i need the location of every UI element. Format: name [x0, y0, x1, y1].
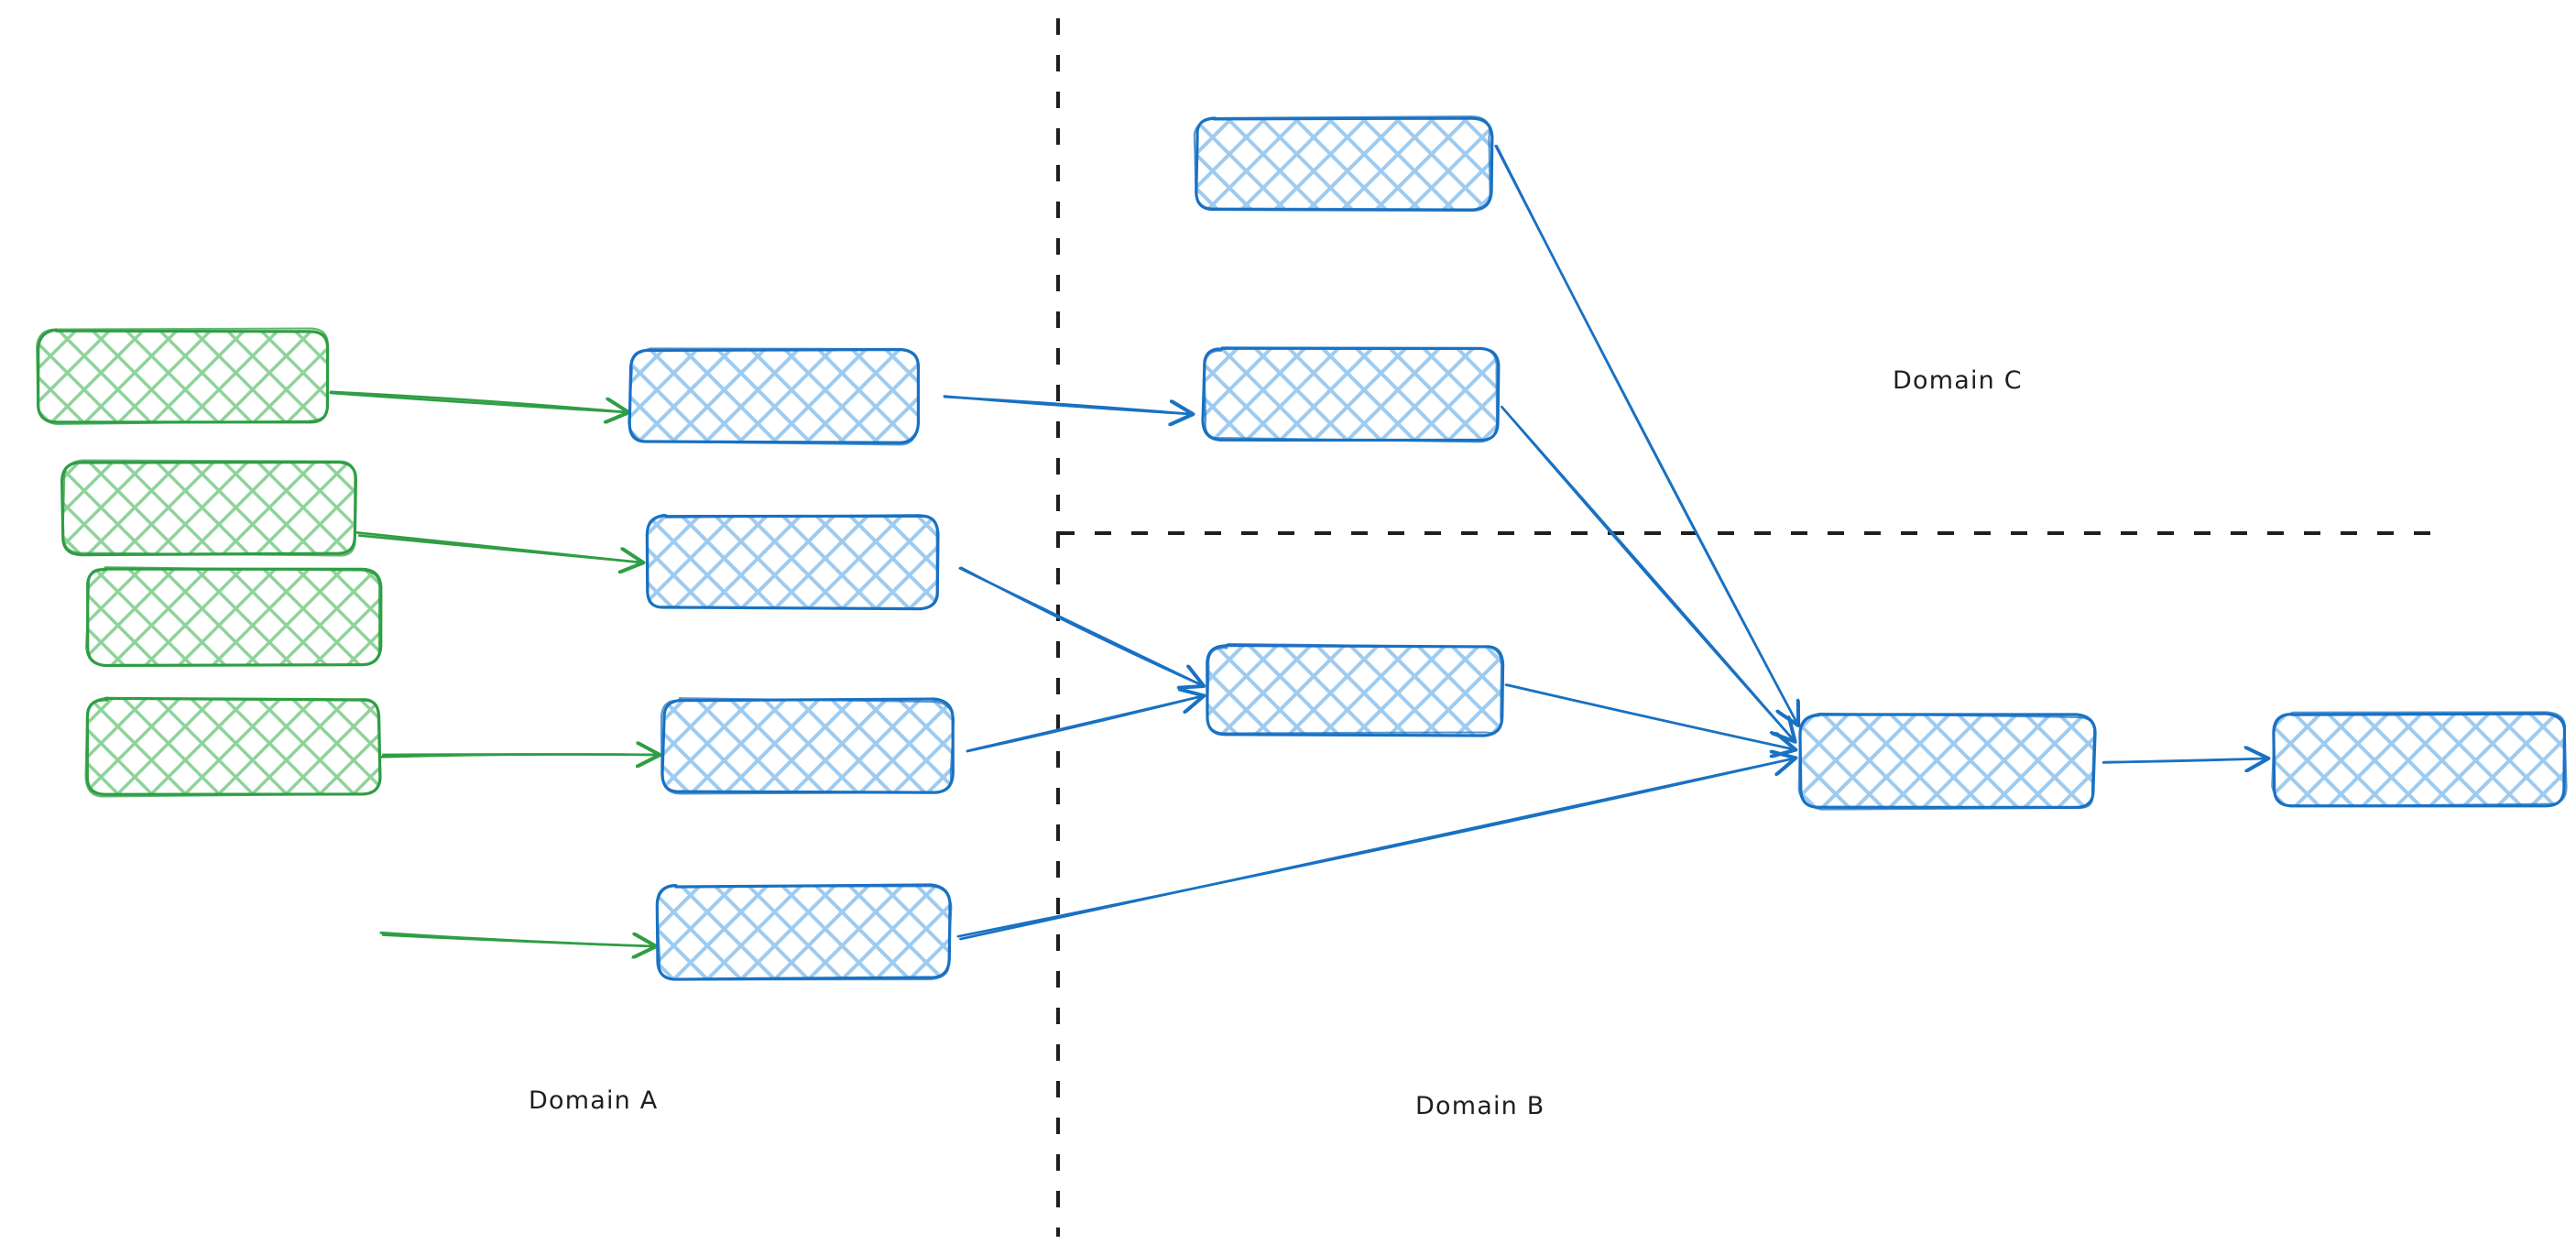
node-a2[interactable] — [60, 459, 357, 557]
node-outline — [646, 513, 938, 610]
domain-c-label: Domain C — [1893, 366, 2023, 395]
node-fill — [657, 885, 950, 978]
node-outline — [660, 697, 955, 795]
node-outline — [1193, 115, 1491, 211]
node-fill — [1203, 348, 1499, 441]
node-fill — [662, 700, 954, 792]
node-a3[interactable] — [85, 566, 383, 668]
edge-c3-to-d1 — [1504, 683, 1794, 749]
node-outline — [2271, 711, 2568, 808]
edge-b2-to-c3 — [958, 566, 1202, 685]
node-outline — [1206, 642, 1502, 735]
node-c1[interactable] — [1193, 115, 1494, 213]
node-a4[interactable] — [84, 696, 382, 798]
node-layer — [36, 115, 2568, 981]
edge-a2-to-b2 — [355, 531, 641, 562]
edge-b1-to-c2 — [943, 395, 1191, 414]
node-fill — [646, 515, 939, 609]
edge-d1-to-d2 — [2101, 758, 2266, 762]
edge-a4-to-b4 — [379, 931, 654, 946]
node-c2[interactable] — [1201, 346, 1501, 443]
node-fill — [86, 568, 380, 666]
node-fill — [61, 462, 356, 555]
node-outline — [1206, 643, 1505, 737]
edge-b4-to-d1 — [956, 758, 1794, 941]
node-outline — [1797, 712, 2096, 811]
edge-c1-to-d1 — [1494, 144, 1797, 724]
node-b3[interactable] — [660, 697, 955, 795]
node-outline — [1203, 346, 1498, 443]
node-b1[interactable] — [628, 347, 921, 446]
edge-c2-to-d1 — [1500, 405, 1794, 740]
node-outline — [84, 696, 382, 798]
edge-layer — [329, 144, 2266, 946]
node-fill — [88, 698, 380, 796]
edge-a1-to-b1 — [329, 390, 627, 412]
node-c3[interactable] — [1206, 642, 1505, 737]
node-fill — [1195, 117, 1491, 211]
node-d1[interactable] — [1797, 712, 2097, 811]
edge-b3-to-c3 — [966, 696, 1202, 753]
node-outline — [656, 885, 953, 981]
node-fill — [1207, 645, 1503, 736]
node-a1[interactable] — [36, 327, 330, 426]
node-b4[interactable] — [655, 883, 953, 981]
node-outline — [36, 327, 329, 426]
node-outline — [61, 459, 356, 557]
node-fill — [2273, 714, 2566, 806]
divider-layer — [1056, 18, 2448, 1237]
edge-a3-to-b3 — [379, 754, 658, 757]
node-fill — [1800, 715, 2094, 809]
node-outline — [628, 347, 921, 446]
domain-a-label: Domain A — [529, 1086, 658, 1115]
domain-b-label: Domain B — [1415, 1092, 1545, 1120]
node-fill — [630, 349, 918, 442]
node-b2[interactable] — [645, 513, 940, 611]
node-outline — [85, 566, 380, 667]
node-d2[interactable] — [2271, 711, 2568, 808]
node-fill — [38, 330, 329, 422]
